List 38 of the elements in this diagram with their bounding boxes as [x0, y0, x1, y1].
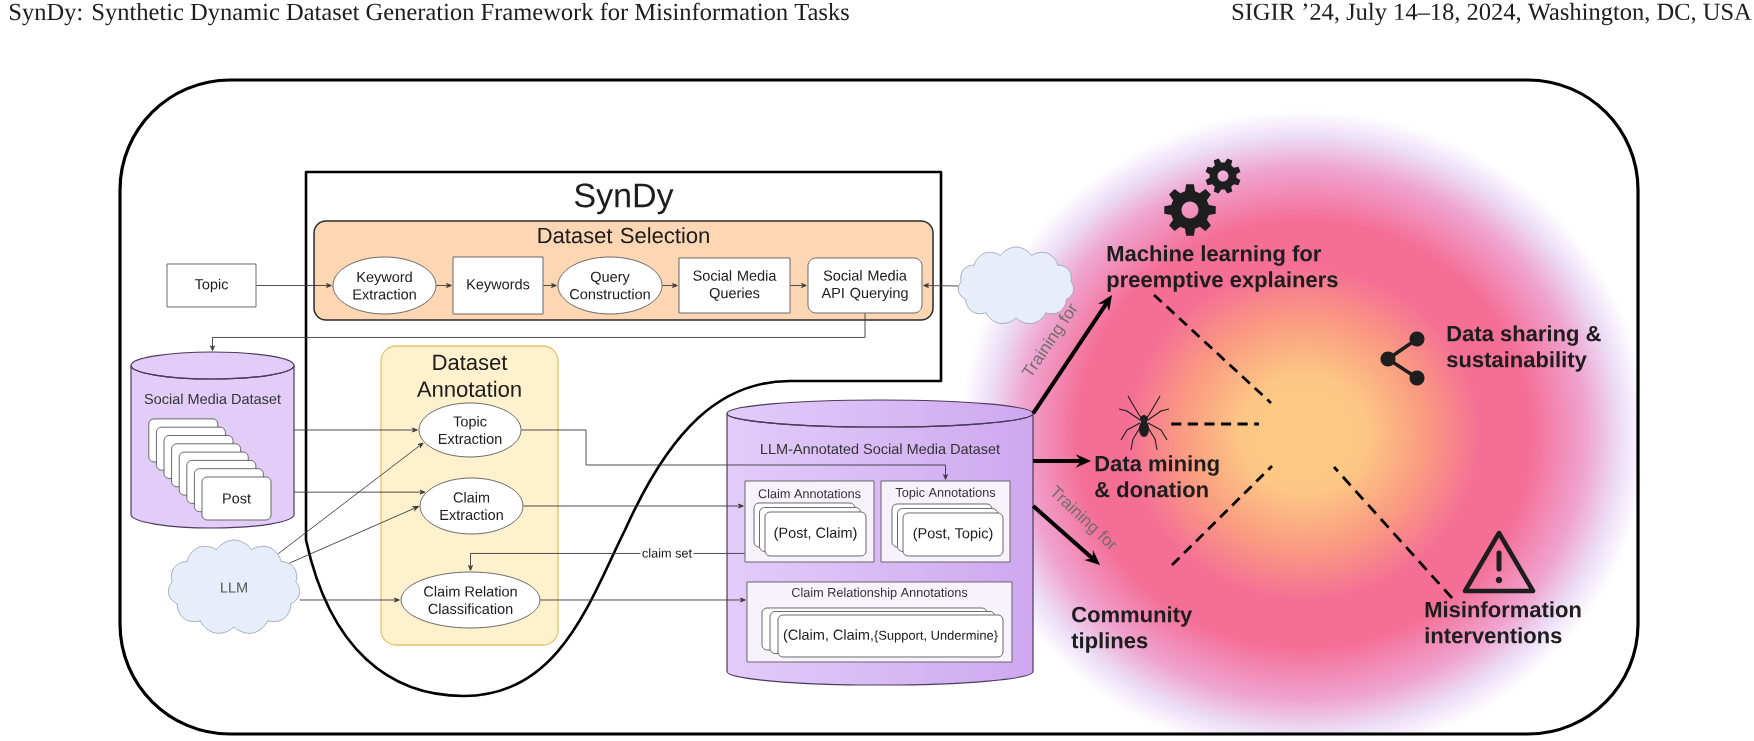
spider-icon — [1118, 395, 1170, 451]
edge-label: claim set — [640, 546, 694, 560]
item-label: Community tiplines — [1071, 606, 1193, 653]
item-label: Data sharing & sustainability — [1447, 325, 1601, 372]
process-box: Social Media API Querying — [807, 257, 923, 314]
card-stack: (Post, Claim) — [753, 502, 867, 557]
arrow — [521, 429, 948, 480]
arrow — [662, 283, 678, 288]
arrow — [293, 427, 418, 433]
arrow — [543, 283, 557, 288]
arrow — [436, 283, 452, 288]
arrow — [923, 283, 959, 288]
running-head: SynDy: Synthetic Dynamic Dataset Generation Framework for Misinformation Tasks — [9, 2, 849, 26]
data-box: Keywords — [452, 256, 544, 315]
running-head: SIGIR ’24, July 14–18, 2024, Washington, DC, USA — [1232, 2, 1752, 26]
dashed-line — [1171, 422, 1259, 426]
dashed-line — [1153, 293, 1272, 404]
arrow — [540, 597, 746, 603]
arrow — [277, 442, 424, 555]
item-label: Misinformation interventions — [1425, 601, 1581, 644]
node-label: Post — [223, 493, 251, 504]
card-stack: Post — [148, 418, 272, 521]
arrow — [256, 283, 332, 288]
arrow — [523, 503, 744, 509]
card-stack: (Post, Topic) — [891, 503, 1004, 557]
cloud-shape — [957, 246, 1075, 325]
arrow — [790, 283, 807, 288]
arrow — [293, 489, 426, 495]
arrow — [289, 506, 419, 564]
item-label: Machine learning for preemptive explainers — [1107, 245, 1338, 292]
dashed-line — [1171, 465, 1273, 566]
dashed-line — [1332, 466, 1454, 599]
card-stack: (Claim, Claim,{Support, Undermine} — [761, 607, 1004, 658]
rounded-frame — [118, 78, 1640, 736]
arrow — [210, 313, 866, 352]
input-box: Topic — [166, 263, 257, 308]
data-box: Social Media Queries — [678, 257, 791, 314]
arrow — [299, 597, 400, 603]
